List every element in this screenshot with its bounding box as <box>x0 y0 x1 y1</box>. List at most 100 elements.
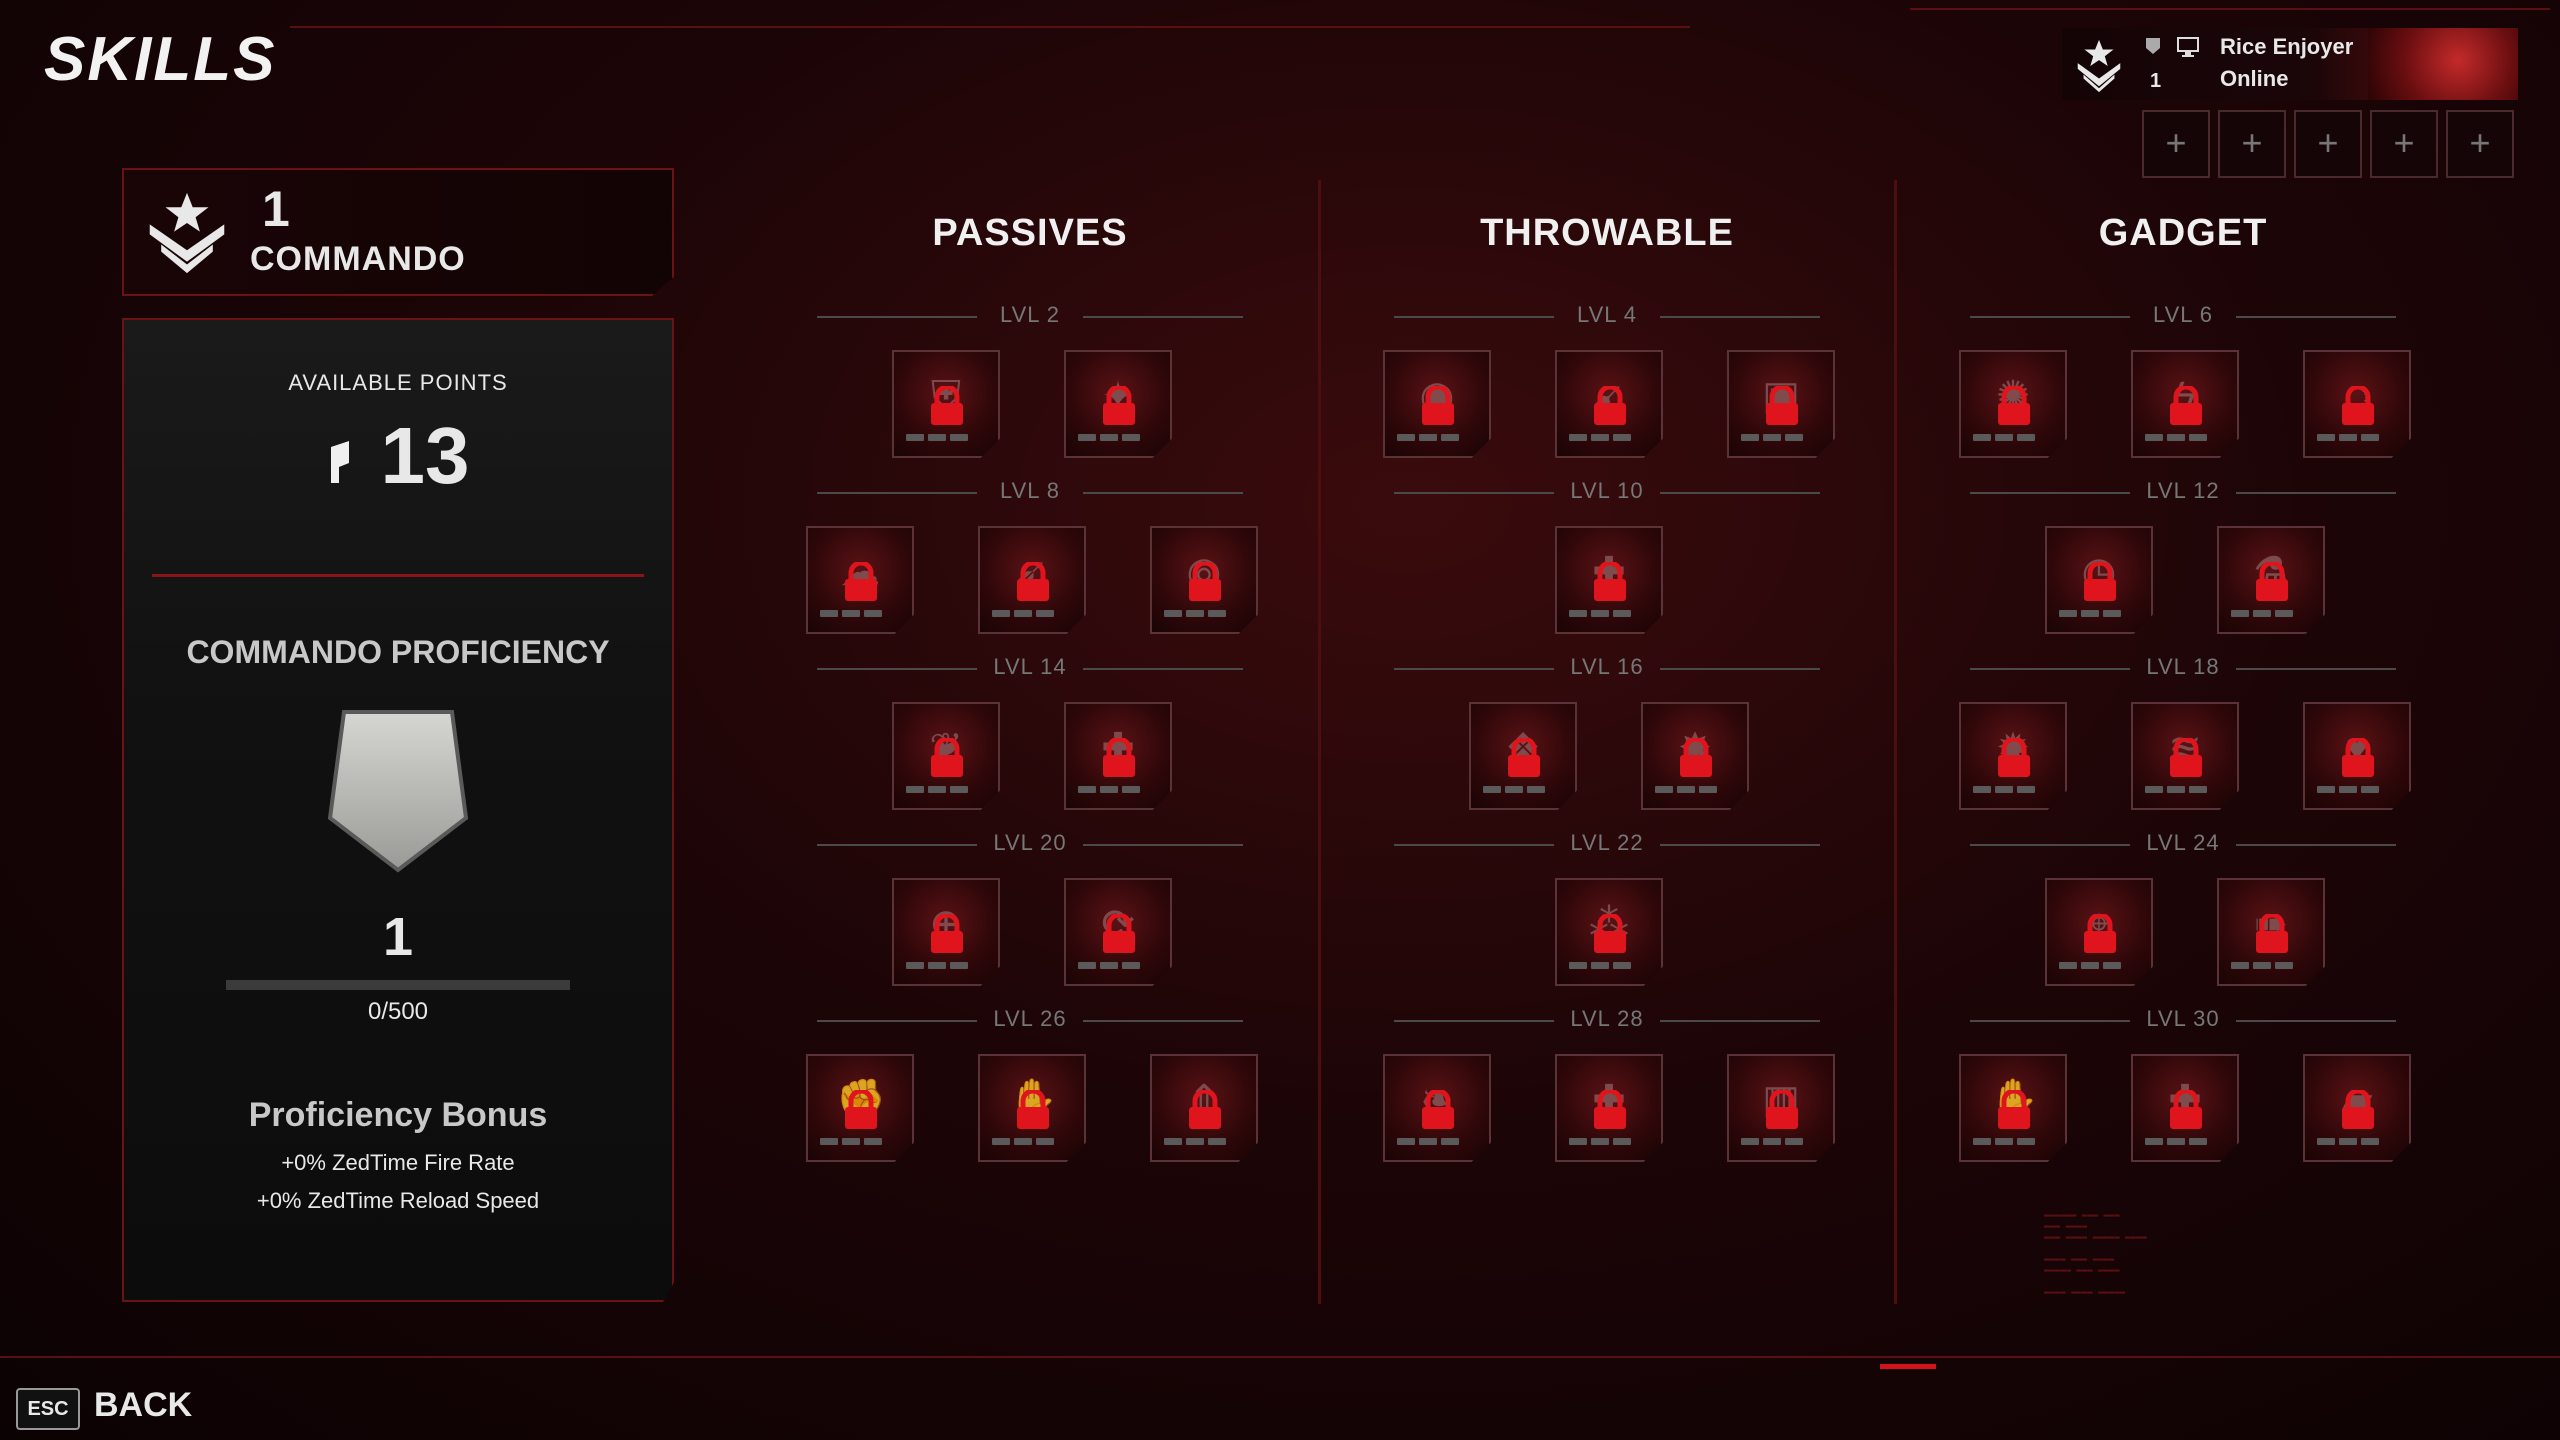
skill-slot-rank-up[interactable]: ⇑ <box>1150 1054 1258 1162</box>
skill-slot-crosshair[interactable]: ⊕ <box>892 878 1000 986</box>
party-slot-1[interactable]: + <box>2142 110 2210 178</box>
rank-pip <box>1741 1138 1759 1145</box>
lock-icon <box>1766 1090 1798 1129</box>
skill-slot-flask-ring[interactable]: ⚗ <box>2217 526 2325 634</box>
rank-pip <box>2339 1138 2357 1145</box>
tier-divider <box>1394 492 1554 494</box>
rank-pip <box>1100 962 1118 969</box>
badge-icon <box>2146 38 2160 54</box>
skill-rank-pips <box>992 604 1058 622</box>
skill-slot-target-ring[interactable]: ◎ <box>1150 526 1258 634</box>
skill-slot-blast-hand[interactable]: ✋ <box>978 1054 1086 1162</box>
skill-rank-pips <box>2145 428 2211 446</box>
rank-pip <box>2275 962 2293 969</box>
skill-slot-cluster-grenade[interactable]: ⁂ <box>1555 878 1663 986</box>
tier-level-label: LVL 16 <box>1394 654 1820 682</box>
rank-pip <box>906 962 924 969</box>
skill-rank-pips <box>820 1132 886 1150</box>
player-card[interactable]: 1 Rice Enjoyer Online <box>2062 28 2518 100</box>
party-slot-5[interactable]: + <box>2446 110 2514 178</box>
lock-icon <box>2170 738 2202 777</box>
skill-slot-splatter[interactable]: ✺ <box>1959 350 2067 458</box>
rank-pip <box>1785 1138 1803 1145</box>
skill-slot-mushroom-cloud[interactable]: ☁ <box>806 526 914 634</box>
skill-slot-burst[interactable]: ✹ <box>1959 702 2067 810</box>
top-right-frame-line <box>1910 8 2550 10</box>
tier-level-label: LVL 2 <box>817 302 1243 330</box>
skill-slot-grenade-stack-plus[interactable]: ✚ <box>1555 1054 1663 1162</box>
rank-pip <box>2231 962 2249 969</box>
skill-slot-ammo-strike[interactable]: ✦ <box>1064 350 1172 458</box>
skill-slot-splash-hand[interactable]: ✋ <box>1959 1054 2067 1162</box>
rank-pip <box>2339 786 2357 793</box>
lock-icon <box>2170 386 2202 425</box>
skill-slot-impact-grenade[interactable]: ✸ <box>1641 702 1749 810</box>
decorative-readout: ▬▬▬▬▬▬ ▬▬▬ ▬▬▬▬▬▬ ▬▬▬▬▬▬▬ ▬▬▬▬ ▬▬▬▬▬ ▬▬▬… <box>2044 1210 2147 1297</box>
skill-slot-cycle-arrows[interactable]: ⟳ <box>1064 878 1172 986</box>
tier-level-label: LVL 20 <box>817 830 1243 858</box>
rank-pip <box>1164 610 1182 617</box>
tier-level-text: LVL 22 <box>1570 830 1644 855</box>
skill-rank-pips <box>2231 604 2297 622</box>
skill-slot-timer-device[interactable]: ◷ <box>2045 526 2153 634</box>
skill-slot-winged-emblem[interactable]: ❦ <box>892 702 1000 810</box>
lock-icon <box>845 562 877 601</box>
tier-divider <box>1083 316 1243 318</box>
skill-slot-aim-reticle[interactable]: ⌖ <box>2045 878 2153 986</box>
skill-slot-frag-grenade[interactable]: ❖ <box>1469 702 1577 810</box>
proficiency-progress-text: 0/500 <box>367 998 429 1025</box>
skill-slot-plume-grenade[interactable]: ❧ <box>1383 1054 1491 1162</box>
party-slot-4[interactable]: + <box>2370 110 2438 178</box>
skill-slot-dash-shot[interactable]: ➠ <box>2217 878 2325 986</box>
skill-slot-thrower[interactable]: ➹ <box>1555 350 1663 458</box>
tier-divider <box>1083 1020 1243 1022</box>
skill-slot-device-plus[interactable]: ✚ <box>2131 1054 2239 1162</box>
lock-icon <box>1998 738 2030 777</box>
lock-icon <box>2342 386 2374 425</box>
rank-pip <box>1995 786 2013 793</box>
rank-pip <box>1036 610 1054 617</box>
rank-pip <box>1973 786 1991 793</box>
esc-key-icon[interactable]: ESC <box>16 1388 80 1430</box>
skill-rank-pips <box>2059 956 2125 974</box>
rank-pip <box>2189 1138 2207 1145</box>
rank-pip <box>820 610 838 617</box>
skill-slot-fist-strike[interactable]: ✊ <box>806 1054 914 1162</box>
rank-pip <box>1419 434 1437 441</box>
skill-slot-heart-boost[interactable]: ♥ <box>2303 702 2411 810</box>
tier-divider <box>1660 316 1820 318</box>
lock-icon <box>1594 1090 1626 1129</box>
skill-slot-grenade-plus[interactable]: ✚ <box>1555 526 1663 634</box>
rank-pip <box>842 1138 860 1145</box>
rank-pip <box>1078 434 1096 441</box>
skill-slot-gauntlet[interactable]: ▰ <box>2303 1054 2411 1162</box>
skill-slot-ammo-plus[interactable]: ✚ <box>1064 702 1172 810</box>
rank-pip <box>1186 610 1204 617</box>
rank-pip <box>2361 434 2379 441</box>
rank-pip <box>1785 434 1803 441</box>
party-slot-2[interactable]: + <box>2218 110 2286 178</box>
rank-pip <box>950 434 968 441</box>
tier-level-label: LVL 12 <box>1970 478 2396 506</box>
skill-rank-pips <box>1741 428 1807 446</box>
party-slot-3[interactable]: + <box>2294 110 2362 178</box>
tier-level-text: LVL 12 <box>2146 478 2220 503</box>
tier-level-label: LVL 14 <box>817 654 1243 682</box>
skill-slot-halo-device[interactable]: ◌ <box>2303 350 2411 458</box>
tier-divider <box>817 492 977 494</box>
skill-rank-pips <box>2145 780 2211 798</box>
skill-slot-runner[interactable]: ➶ <box>978 526 1086 634</box>
skill-slot-canister[interactable]: ▥ <box>1727 1054 1835 1162</box>
skill-slot-shield-plus[interactable]: ⛨ <box>892 350 1000 458</box>
skill-slot-grenade-ring[interactable]: ◉ <box>1383 350 1491 458</box>
class-selector[interactable]: 1 COMMANDO <box>122 168 674 296</box>
rank-pip <box>1613 1138 1631 1145</box>
player-avatar <box>2368 28 2518 100</box>
skill-slot-shock-device[interactable]: ϟ <box>2131 350 2239 458</box>
back-button[interactable]: BACK <box>94 1386 193 1424</box>
panel-divider <box>152 574 644 577</box>
tier-divider <box>2236 844 2396 846</box>
skill-slot-charge-pack[interactable]: ▣ <box>1727 350 1835 458</box>
skill-rank-pips <box>820 604 886 622</box>
skill-slot-claw[interactable]: ≋ <box>2131 702 2239 810</box>
